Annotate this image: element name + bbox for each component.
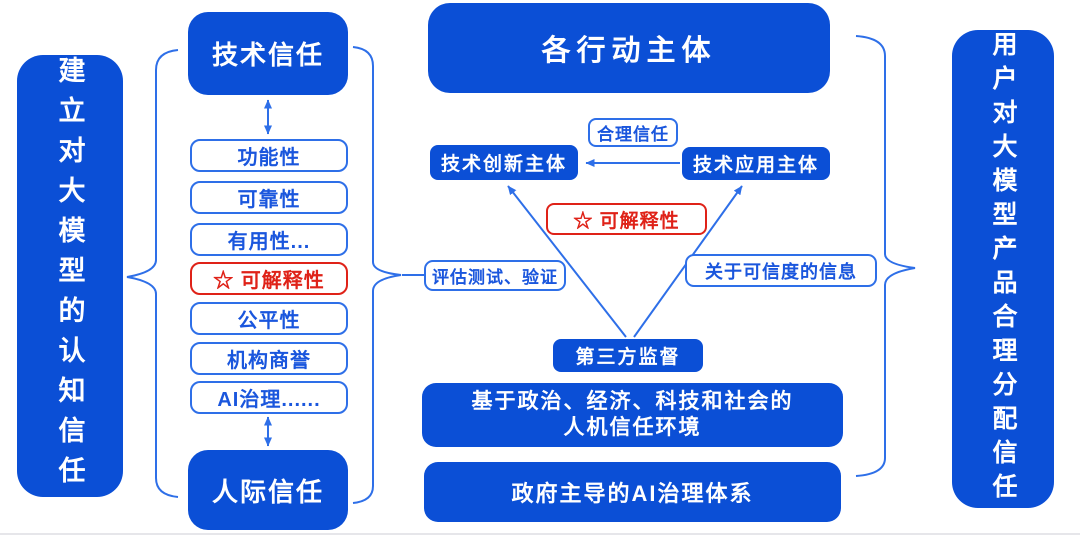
attribute-explainability-box: ☆ 可解释性 xyxy=(190,262,348,295)
credibility-info-tag: 关于可信度的信息 xyxy=(685,254,877,287)
attribute-reliability-label: 可靠性 xyxy=(237,189,301,211)
attribute-functionality-label: 功能性 xyxy=(237,147,301,169)
attribute-reputation-label: 机构商誉 xyxy=(227,350,311,372)
bottom-divider xyxy=(0,533,1080,535)
interpersonal-trust-box: 人际信任 xyxy=(188,450,348,530)
trust-environment-line2: 人机信任环境 xyxy=(563,416,702,439)
tech-trust-box: 技术信任 xyxy=(188,12,348,95)
governance-system-box: 政府主导的AI治理体系 xyxy=(424,462,841,522)
attribute-fairness-box: 公平性 xyxy=(190,302,348,335)
rational-trust-label: 合理信任 xyxy=(597,125,669,144)
evaluation-label: 评估测试、验证 xyxy=(432,268,558,287)
attribute-reputation-box: 机构商誉 xyxy=(190,342,348,375)
attribute-explainability-label: ☆ 可解释性 xyxy=(213,270,325,292)
attribute-functionality-box: 功能性 xyxy=(190,139,348,172)
explainability-center-label: ☆ 可解释性 xyxy=(573,210,680,232)
attribute-reliability-box: 可靠性 xyxy=(190,181,348,214)
third-party-supervision-box: 第三方监督 xyxy=(553,339,703,372)
allocated-trust-pillar: 用户对大模型产品合理分配信任 xyxy=(952,30,1054,508)
attribute-ai-governance-box: AI治理...... xyxy=(190,381,348,414)
credibility-info-label: 关于可信度的信息 xyxy=(705,261,857,282)
cognitive-trust-pillar: 建立对大模型的认知信任 xyxy=(17,55,123,497)
middle-brace xyxy=(352,46,402,504)
governance-system-label: 政府主导的AI治理体系 xyxy=(511,481,754,506)
trust-environment-box: 基于政治、经济、科技和社会的 人机信任环境 xyxy=(422,383,843,447)
actors-label: 各行动主体 xyxy=(541,35,717,67)
cognitive-trust-pillar-label: 建立对大模型的认知信任 xyxy=(54,56,85,496)
innovation-subject-label: 技术创新主体 xyxy=(440,154,567,175)
supervision-to-innovation-arrow xyxy=(507,185,627,338)
tech-trust-label: 技术信任 xyxy=(211,40,324,70)
evaluation-tag: 评估测试、验证 xyxy=(424,260,566,291)
actors-box: 各行动主体 xyxy=(428,3,830,93)
trust-environment-label: 基于政治、经济、科技和社会的 人机信任环境 xyxy=(472,389,794,442)
attribute-fairness-label: 公平性 xyxy=(237,310,301,332)
right-brace xyxy=(855,35,916,477)
application-subject-box: 技术应用主体 xyxy=(682,147,830,180)
attribute-usefulness-label: 有用性... xyxy=(227,231,311,253)
trust-environment-line1: 基于政治、经济、科技和社会的 xyxy=(471,389,794,413)
rational-trust-tag: 合理信任 xyxy=(588,118,678,147)
explainability-center-box: ☆ 可解释性 xyxy=(546,203,707,235)
application-subject-label: 技术应用主体 xyxy=(692,155,819,176)
attribute-usefulness-box: 有用性... xyxy=(190,223,348,256)
innovation-subject-box: 技术创新主体 xyxy=(430,145,578,180)
allocated-trust-pillar-label: 用户对大模型产品合理分配信任 xyxy=(989,31,1017,507)
third-party-supervision-label: 第三方监督 xyxy=(575,347,681,368)
interpersonal-trust-label: 人际信任 xyxy=(211,476,324,507)
left-brace xyxy=(126,49,179,498)
attribute-ai-governance-label: AI治理...... xyxy=(217,389,321,411)
